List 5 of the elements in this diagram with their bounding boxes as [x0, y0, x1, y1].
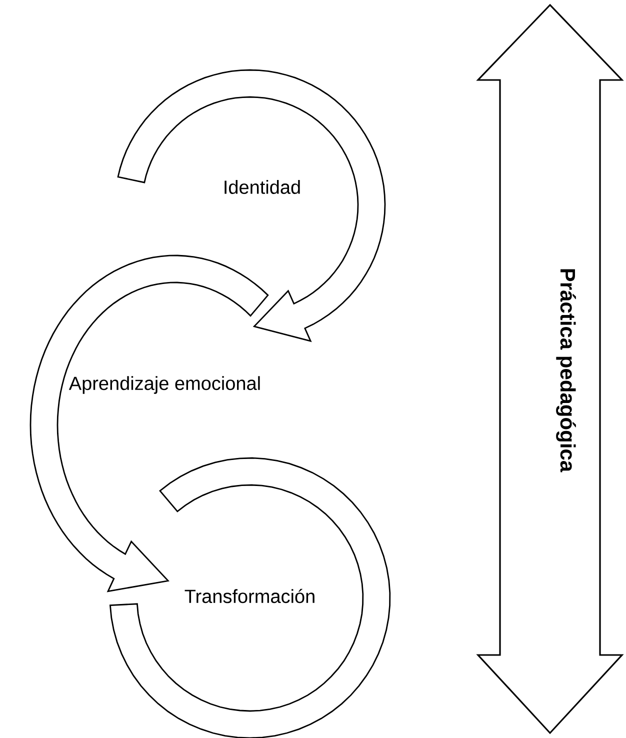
curved-arrow	[117, 69, 386, 342]
curved-arrow	[30, 254, 269, 592]
stage-label: Transformación	[184, 588, 314, 604]
stage-label: Aprendizaje emocional	[68, 376, 260, 394]
stage-label: Identidad	[224, 180, 300, 194]
